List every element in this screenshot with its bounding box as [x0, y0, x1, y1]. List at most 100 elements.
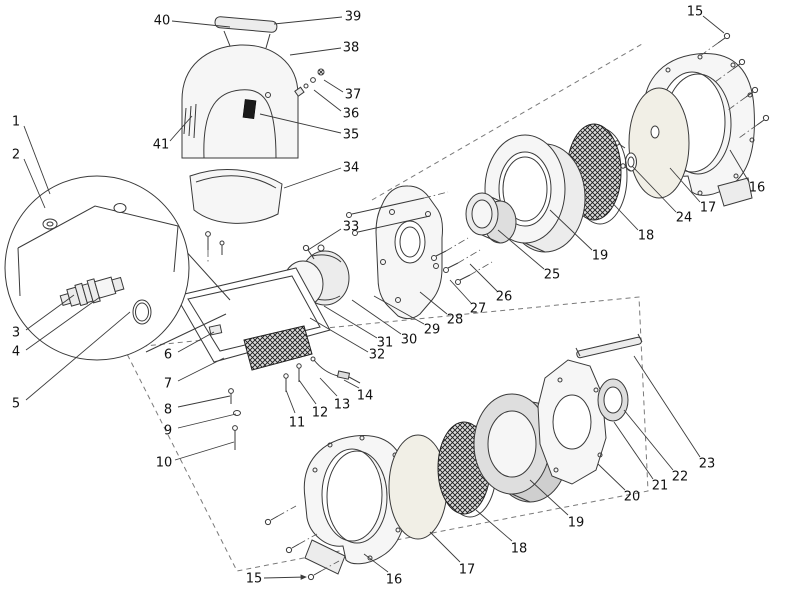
callouts: 1234567891011121314151617241819252627282… [12, 5, 765, 588]
screw-icon [285, 533, 318, 554]
callout-26: 26 [496, 290, 513, 305]
screw-icon [219, 240, 225, 255]
carry-handle [214, 16, 278, 49]
power-switch [242, 99, 257, 119]
detail-inset [4, 175, 231, 361]
leader-line-32 [309, 317, 369, 353]
plate-screws [346, 191, 493, 285]
leader-line-9 [177, 413, 237, 429]
callout-19b: 19 [568, 516, 585, 531]
callout-1: 1 [12, 115, 20, 130]
frame-screws [228, 363, 302, 450]
mounting-plate-bottom [537, 359, 607, 485]
callout-5: 5 [12, 397, 20, 412]
callout-15b: 15 [246, 572, 263, 587]
callout-34: 34 [343, 161, 360, 176]
blower-housing-bottom [303, 435, 409, 575]
leader-line-34 [283, 167, 342, 189]
leader-line-33 [307, 228, 342, 251]
callout-39: 39 [345, 10, 362, 25]
callout-40: 40 [154, 14, 171, 29]
grille-screen [243, 325, 313, 371]
screw-icon [714, 58, 746, 83]
spacer-cylinder-25 [465, 192, 517, 244]
callout-4: 4 [12, 345, 20, 360]
callout-37: 37 [345, 88, 362, 103]
bracket-23 [575, 333, 643, 359]
leader-line-38 [289, 47, 342, 56]
leader-line-18 [601, 191, 639, 231]
o-ring [132, 299, 152, 325]
callout-13: 13 [334, 398, 351, 413]
leader-line-1 [23, 125, 51, 195]
callout-18b: 18 [511, 542, 528, 557]
callout-29: 29 [424, 323, 441, 338]
callout-35: 35 [343, 128, 360, 143]
callout-23: 23 [699, 457, 716, 472]
callout-16b: 16 [386, 573, 403, 588]
leader-line-2 [23, 158, 46, 209]
callout-6: 6 [164, 348, 172, 363]
leader-line-41 [169, 115, 193, 142]
bolt-33 [302, 244, 315, 260]
dashed-boundary-upper [371, 43, 643, 201]
screw-icon [727, 86, 759, 111]
callout-17b: 17 [459, 563, 476, 578]
leader-line-25 [497, 229, 545, 270]
callout-2: 2 [12, 148, 20, 163]
leader-line-6 [177, 331, 215, 353]
leader-line-15b [263, 574, 307, 580]
leader-line-37 [323, 79, 344, 93]
leader-line-16 [729, 149, 750, 183]
leader-line-7 [177, 357, 225, 382]
shroud-screw-set [294, 68, 325, 97]
callout-16: 16 [749, 181, 766, 196]
callout-14: 14 [357, 389, 374, 404]
mounting-plate-top [375, 185, 443, 320]
gasket-rings-21-22 [597, 378, 629, 422]
screw-boss [42, 218, 58, 230]
callout-7: 7 [164, 377, 172, 392]
callout-18: 18 [638, 229, 655, 244]
leader-line-14 [343, 379, 360, 389]
callout-24: 24 [676, 211, 693, 226]
callout-19: 19 [592, 249, 609, 264]
screw-icon [205, 231, 211, 262]
leader-line-18b [475, 509, 513, 542]
callout-41: 41 [153, 138, 170, 153]
callout-22: 22 [672, 470, 689, 485]
screw-icon [307, 560, 340, 581]
end-disc-top [628, 87, 690, 199]
callout-10: 10 [156, 456, 173, 471]
screw-icon [699, 32, 731, 57]
callout-32: 32 [369, 348, 386, 363]
leader-line-8 [177, 395, 231, 408]
leader-line-28 [419, 291, 448, 315]
leader-line-3 [25, 294, 75, 331]
leader-line-31 [323, 305, 378, 339]
leader-line-24 [631, 165, 677, 213]
leader-line-21 [613, 421, 654, 480]
callout-28: 28 [447, 313, 464, 328]
leader-line-4 [25, 296, 101, 351]
callout-38: 38 [343, 41, 360, 56]
callout-36: 36 [343, 107, 360, 122]
leader-line-35 [259, 113, 342, 134]
mounting-screws-top [699, 32, 770, 139]
callout-9: 9 [164, 424, 172, 439]
callout-8: 8 [164, 403, 172, 418]
leader-line-10 [174, 441, 235, 461]
screw-icon [264, 505, 297, 526]
leader-line-11 [285, 389, 296, 414]
callout-31: 31 [377, 336, 394, 351]
power-cord [310, 356, 361, 384]
screw-boss [113, 203, 127, 213]
leader-line-15 [702, 15, 725, 34]
callout-15: 15 [687, 5, 704, 20]
leader-line-22 [623, 409, 674, 471]
leader-line-30 [351, 299, 402, 335]
callout-20: 20 [624, 490, 641, 505]
leader-line-39 [273, 16, 343, 25]
leader-line-20 [597, 463, 626, 491]
